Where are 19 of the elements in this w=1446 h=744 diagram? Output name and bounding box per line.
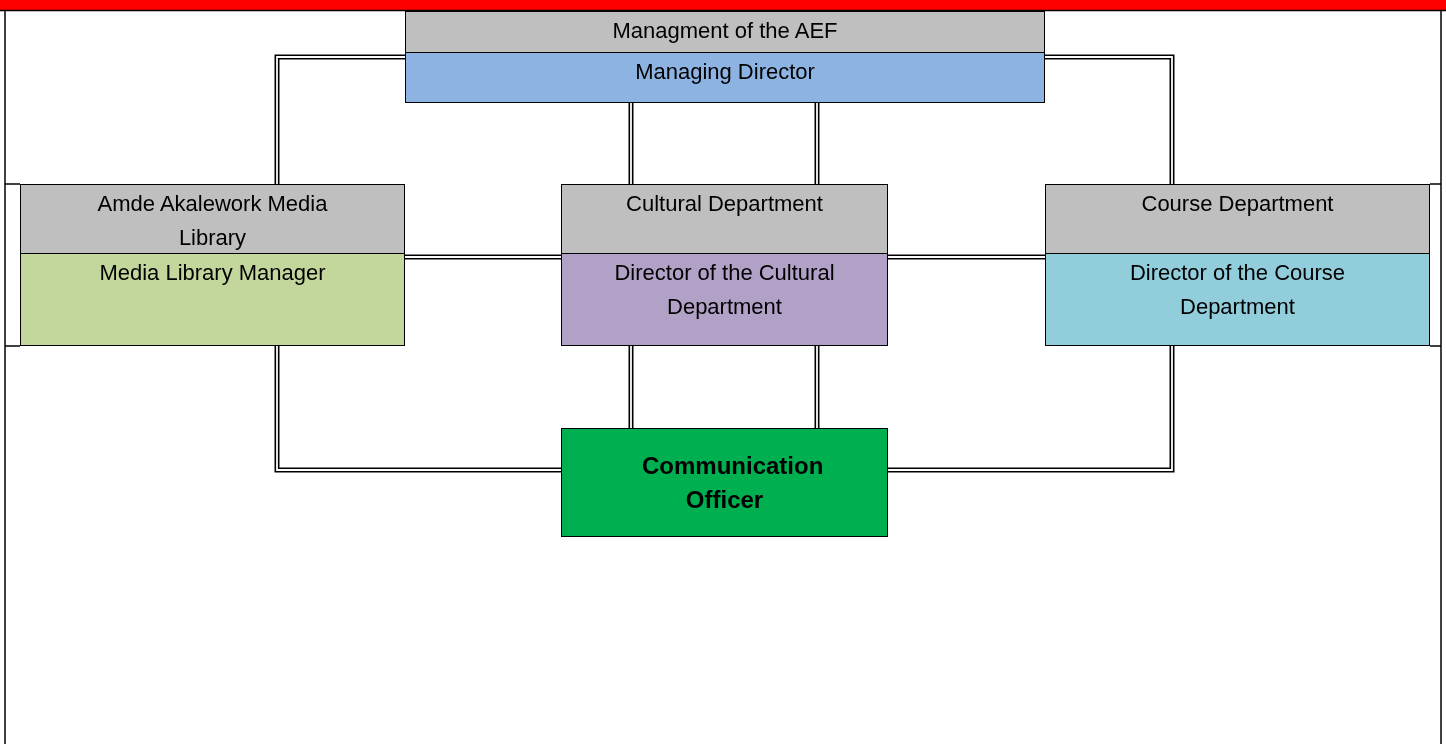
double-line bbox=[274, 54, 405, 184]
role-box: Media Library Manager bbox=[20, 252, 405, 346]
department-header: Course Department bbox=[1045, 184, 1430, 254]
double-line bbox=[888, 346, 1175, 473]
double-line bbox=[628, 346, 634, 428]
department-header: Cultural Department bbox=[561, 184, 888, 254]
role-box: Director of the Cultural Department bbox=[561, 252, 888, 346]
double-line bbox=[814, 103, 820, 184]
department-header: Managment of the AEF bbox=[405, 11, 1045, 53]
double-line bbox=[628, 103, 634, 184]
double-line bbox=[274, 346, 561, 473]
double-line bbox=[405, 254, 561, 260]
role-box: Director of the Course Department bbox=[1045, 252, 1430, 346]
department-header: Amde Akalework Media Library bbox=[20, 184, 405, 254]
role-box: Managing Director bbox=[405, 51, 1045, 103]
double-line bbox=[1045, 54, 1175, 184]
double-line bbox=[888, 254, 1045, 260]
role-box: Communication Officer bbox=[561, 428, 888, 537]
double-line bbox=[814, 346, 820, 428]
